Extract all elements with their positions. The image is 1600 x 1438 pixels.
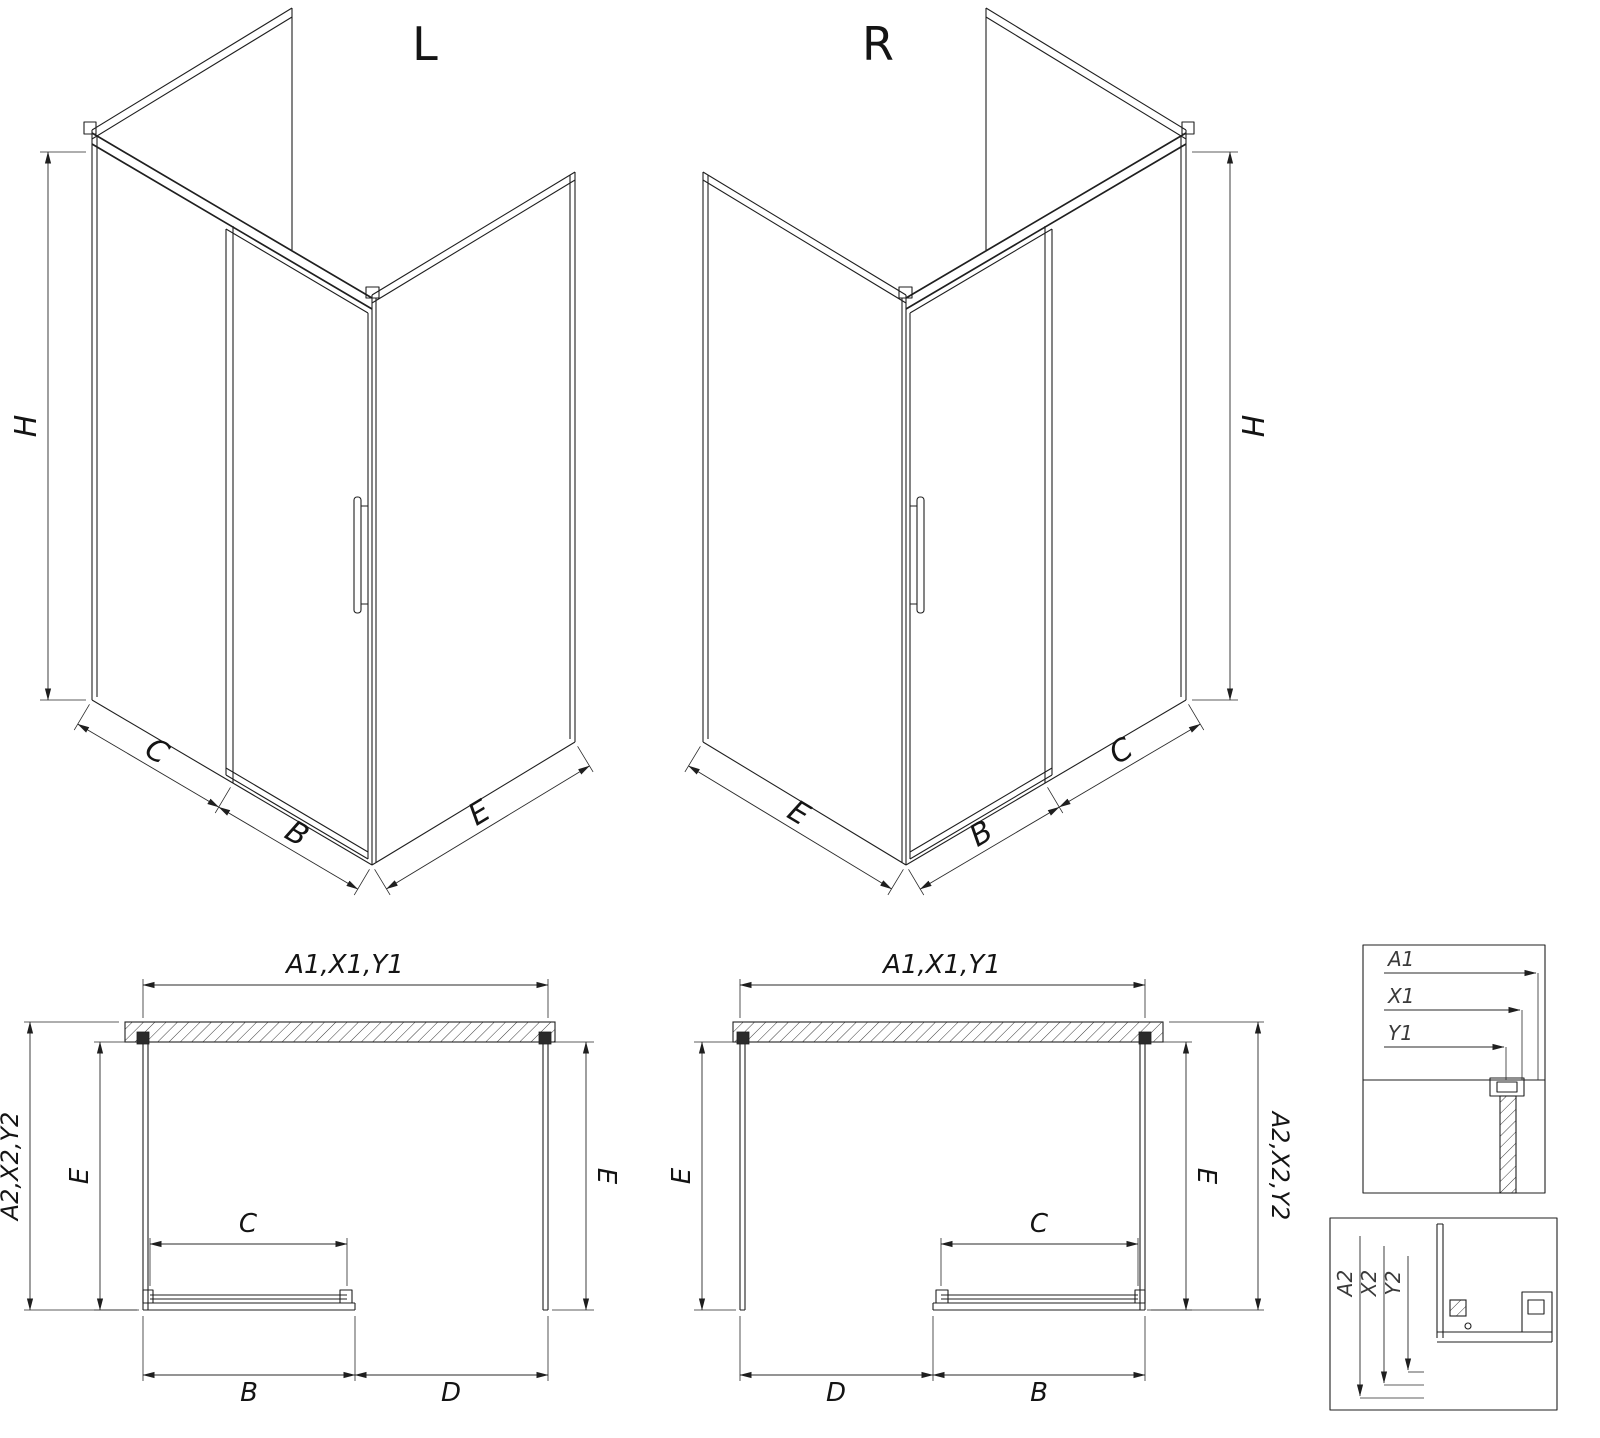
wall-profile-icon xyxy=(538,1031,552,1045)
top-rail xyxy=(905,132,1187,310)
detail-label-x2: X2 xyxy=(1357,1270,1381,1297)
dim-label-depth: A2,X2,Y2 xyxy=(1266,1110,1294,1221)
plan-left-dimensions: A1,X1,Y1 A2,X2,Y2 E E C B D xyxy=(0,950,621,1408)
iso-left-dimensions: H C B E xyxy=(9,151,594,896)
dim-label-width: A1,X1,Y1 xyxy=(881,950,1001,980)
plan-view-right: A1,X1,Y1 A2,X2,Y2 E E C D B xyxy=(667,950,1294,1408)
door-handle xyxy=(353,496,362,614)
left-glass-panel xyxy=(739,1042,746,1311)
corner-connector-icon xyxy=(898,286,913,299)
door-glass xyxy=(941,1294,1138,1300)
detail-label-a1: A1 xyxy=(1386,947,1414,971)
dim-label-height: H xyxy=(1234,415,1269,438)
variant-label-right: R xyxy=(862,17,894,71)
glass-clamp-icon xyxy=(83,121,97,135)
iso-left-back-panel xyxy=(83,7,293,250)
door-track xyxy=(932,1302,1145,1311)
glass-section xyxy=(1499,1095,1517,1194)
door-glass xyxy=(150,1294,347,1300)
iso-right-back-panel xyxy=(985,7,1195,250)
door-track xyxy=(143,1302,356,1311)
roller-icon xyxy=(339,1289,353,1304)
seal-section xyxy=(1449,1299,1467,1317)
plan-right-dimensions: A1,X1,Y1 A2,X2,Y2 E E C D B xyxy=(667,950,1294,1408)
door-handle xyxy=(916,496,925,614)
dim-label-fixed-panel: C xyxy=(1103,731,1139,772)
dim-label-entry: D xyxy=(441,1378,461,1408)
dim-label-door: B xyxy=(279,814,315,855)
wall-section xyxy=(732,1021,1164,1043)
detail-label-y1: Y1 xyxy=(1388,1021,1413,1045)
wall-profile-icon xyxy=(736,1031,750,1045)
dim-label-door-glass: C xyxy=(1030,1209,1049,1239)
dim-label-side-right: E xyxy=(591,1168,621,1185)
dim-label-height: H xyxy=(9,415,44,438)
right-glass-panel xyxy=(542,1042,549,1311)
roller-icon xyxy=(935,1289,949,1304)
detail-label-a2: A2 xyxy=(1333,1270,1357,1298)
dim-label-door-module: B xyxy=(240,1378,258,1408)
dim-label-side-right: E xyxy=(1191,1168,1221,1185)
right-glass-panel xyxy=(1139,1042,1146,1311)
iso-left-side-panel xyxy=(371,171,576,866)
dim-label-fixed-panel: C xyxy=(139,731,175,772)
iso-right-sliding-door xyxy=(909,228,1053,860)
wall-profile-icon xyxy=(136,1031,150,1045)
iso-right-corner-post xyxy=(898,286,913,865)
detail-label-x1: X1 xyxy=(1387,984,1414,1008)
iso-right-side-panel xyxy=(702,171,907,866)
roller-icon xyxy=(142,1289,154,1304)
rail-section xyxy=(1437,1331,1553,1343)
corner-connector-icon xyxy=(365,286,380,299)
detail-wall-profile: A1 X1 Y1 xyxy=(1362,944,1546,1194)
top-rail xyxy=(91,132,373,310)
dim-label-entry: D xyxy=(826,1378,846,1408)
variant-label-left: L xyxy=(412,17,438,71)
dim-label-door: B xyxy=(964,814,1000,855)
iso-left-front-face xyxy=(91,130,373,866)
left-glass-panel xyxy=(142,1042,149,1311)
dim-label-side-left: E xyxy=(65,1167,95,1184)
detail-bottom-rail: A2 X2 Y2 xyxy=(1329,1217,1558,1411)
profile-section xyxy=(1521,1291,1553,1333)
roller-icon xyxy=(1134,1289,1146,1304)
iso-view-right: R H E C B xyxy=(684,7,1269,896)
dim-label-side: E xyxy=(781,793,815,833)
plan-view-left: A1,X1,Y1 A2,X2,Y2 E E C B D xyxy=(0,950,621,1408)
wall-profile-icon xyxy=(1138,1031,1152,1045)
iso-view-left: L H C B E xyxy=(9,7,594,896)
detail-frame xyxy=(1362,944,1546,1194)
wall-section xyxy=(124,1021,556,1043)
dim-label-door-module: B xyxy=(1030,1378,1048,1408)
glass-clamp-icon xyxy=(1181,121,1195,135)
dim-label-depth: A2,X2,Y2 xyxy=(0,1112,24,1223)
glass-section xyxy=(1436,1223,1444,1338)
dim-label-side: E xyxy=(462,793,496,833)
detail-frame xyxy=(1329,1217,1558,1411)
dim-label-door-glass: C xyxy=(239,1209,258,1239)
iso-right-front-face xyxy=(905,130,1187,866)
iso-left-sliding-door xyxy=(225,228,369,860)
dim-label-width: A1,X1,Y1 xyxy=(284,950,404,980)
profile-section xyxy=(1489,1077,1525,1097)
detail-label-y2: Y2 xyxy=(1381,1271,1405,1296)
iso-left-corner-post xyxy=(365,286,380,865)
roller-icon xyxy=(1464,1322,1472,1330)
dim-label-side-left: E xyxy=(667,1167,697,1184)
